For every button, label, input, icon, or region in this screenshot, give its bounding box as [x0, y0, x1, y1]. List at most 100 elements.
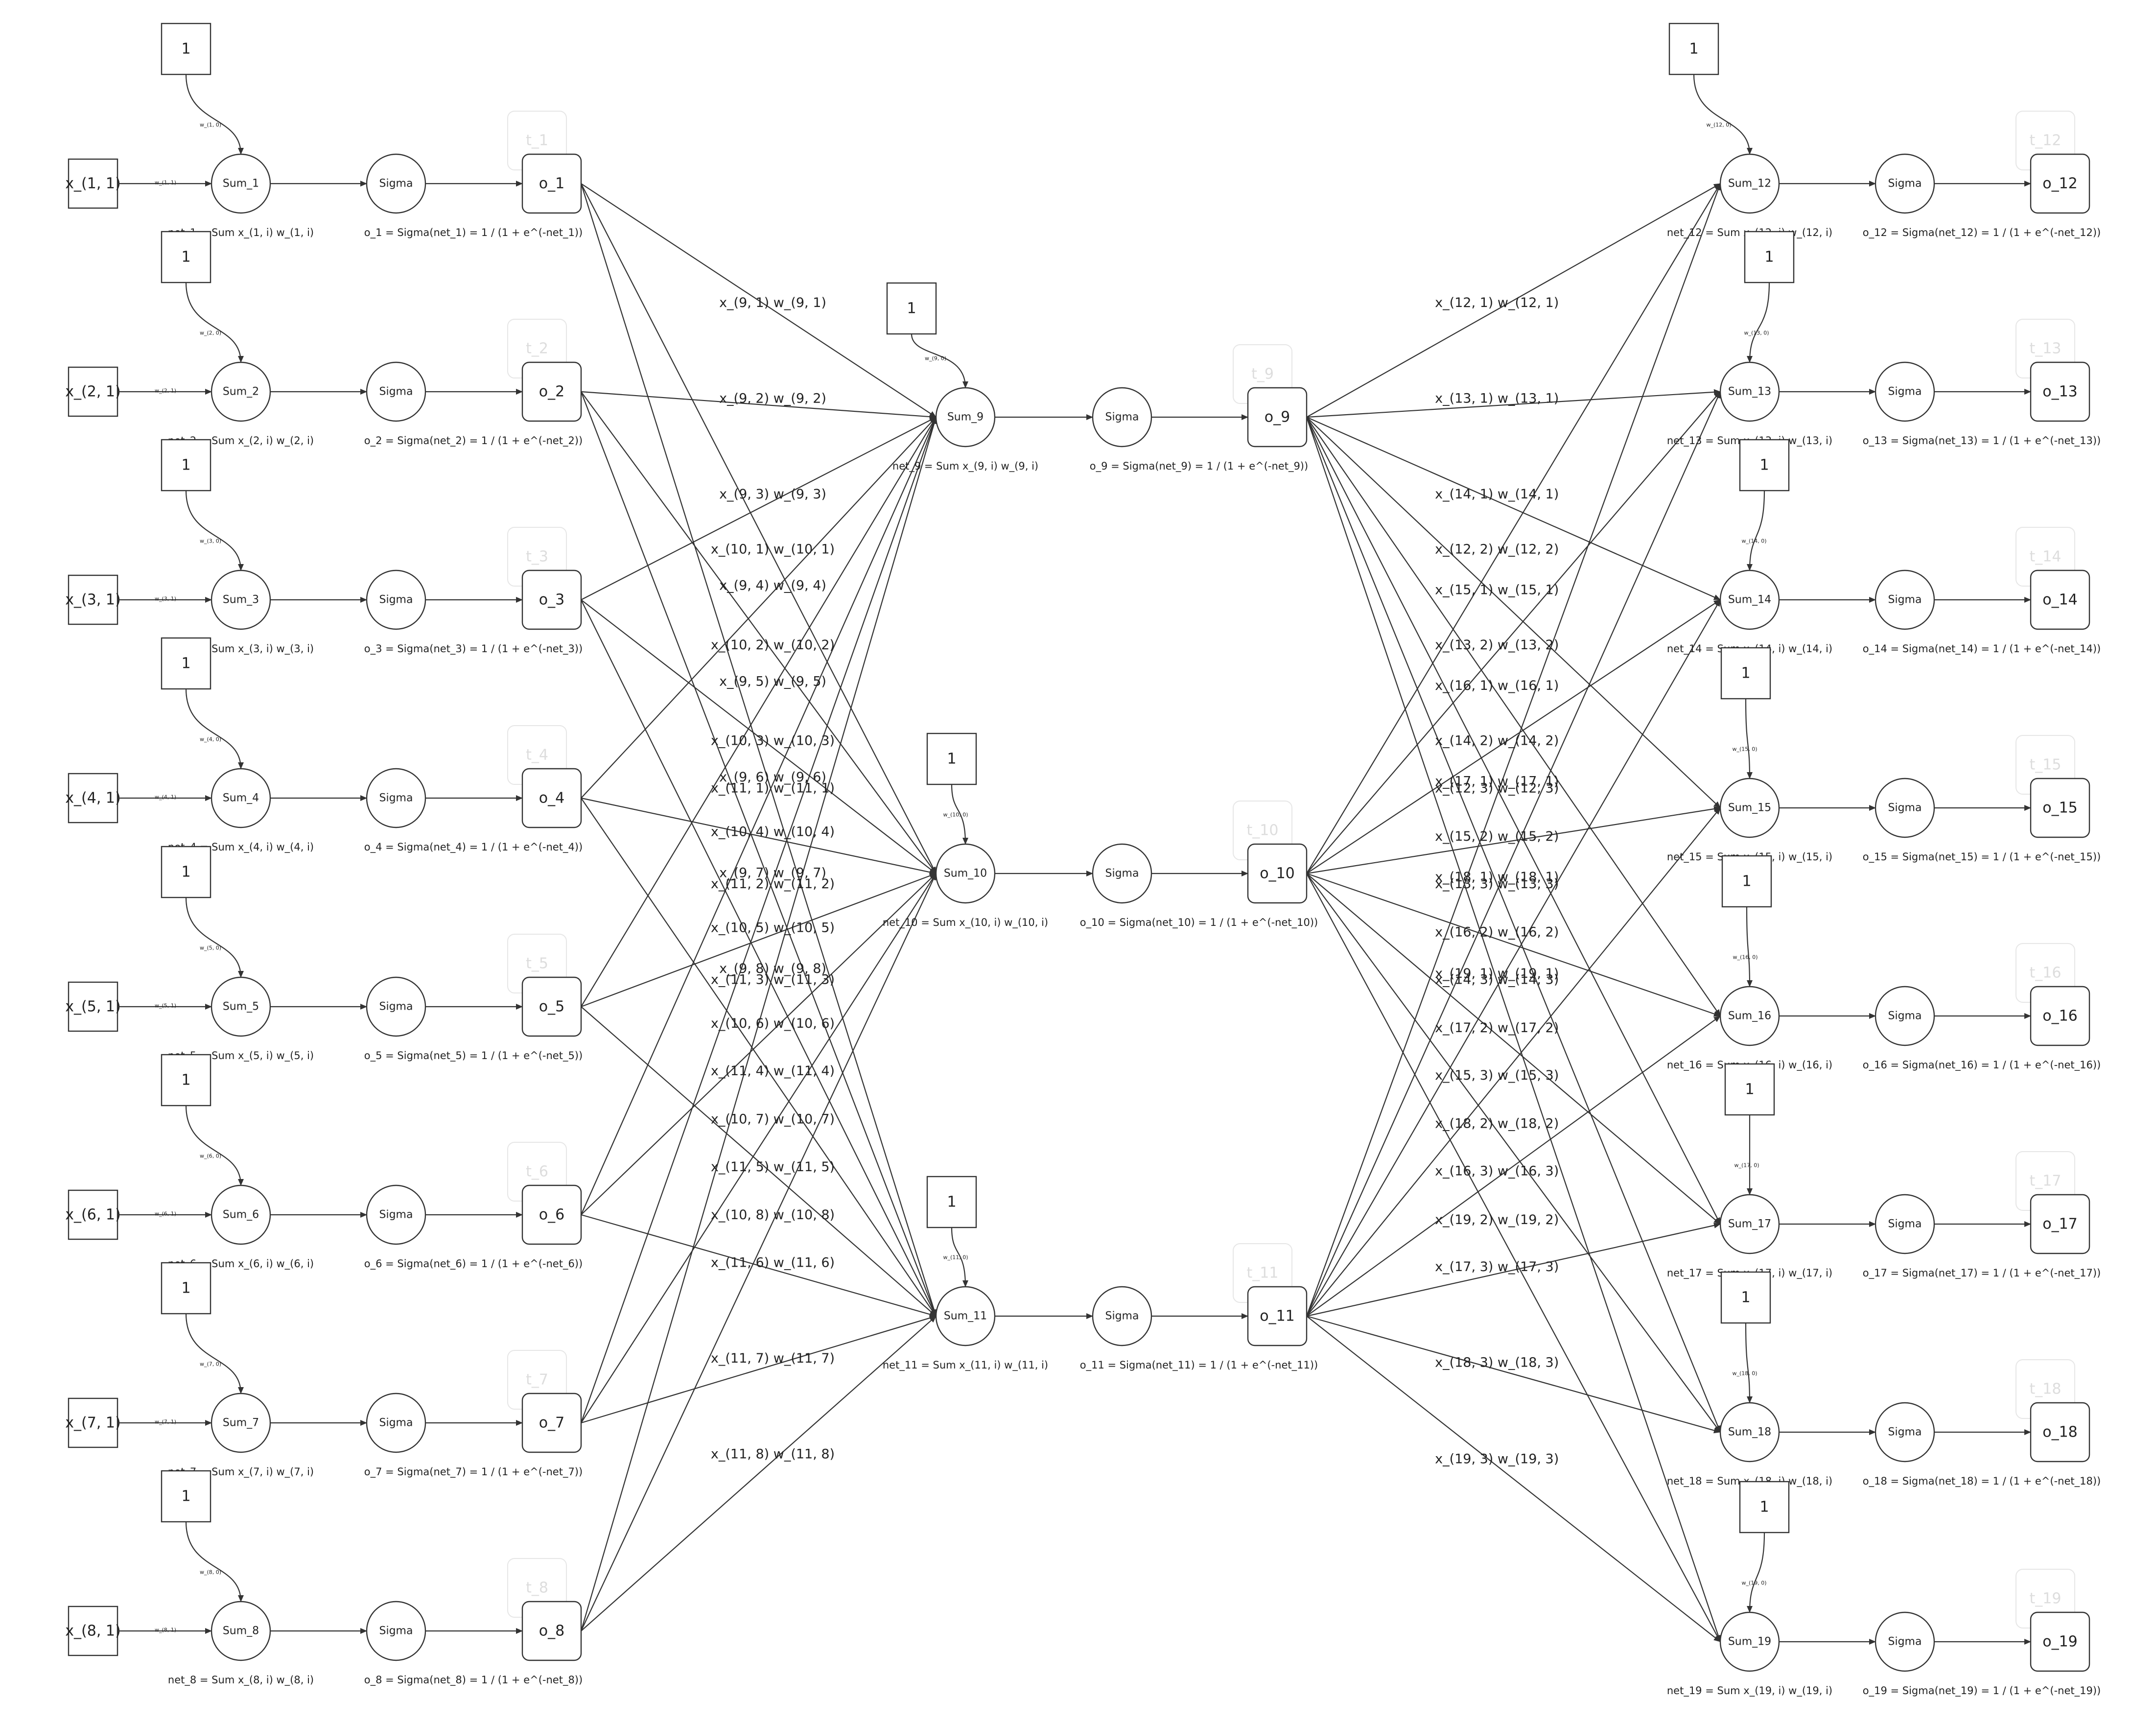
connection-label: x_(13, 1) w_(13, 1) [1435, 391, 1559, 406]
edge-hidden [581, 1214, 937, 1318]
connection-labels: x_(9, 1) w_(9, 1)x_(9, 2) w_(9, 2)x_(9, … [711, 295, 1559, 1466]
bias-node [161, 439, 211, 492]
output-label: o_7 [539, 1415, 564, 1432]
sum-label: Sum_5 [223, 1001, 259, 1013]
output-equation: o_9 = Sigma(net_9) = 1 / (1 + e^(-net_9)… [1090, 460, 1308, 472]
sigma-label: Sigma [379, 1417, 413, 1429]
connection-label: x_(10, 8) w_(10, 8) [711, 1207, 835, 1223]
bias-weight-label: w_(12, 0) [1706, 122, 1731, 128]
output-node [2030, 569, 2090, 630]
bias-node [1720, 1271, 1771, 1324]
edge-hidden [581, 873, 937, 1215]
output-node [521, 1601, 582, 1661]
bias-node [1739, 439, 1790, 492]
connection-label: x_(13, 3) w_(13, 3) [1435, 876, 1559, 892]
target-label: t_15 [2030, 756, 2062, 774]
output-node [2030, 1402, 2090, 1463]
sigma-label: Sigma [1888, 178, 1922, 190]
bias-node [926, 1176, 977, 1228]
target-label: t_6 [526, 1163, 548, 1180]
sum-label: Sum_1 [223, 178, 259, 190]
sigma-label: Sigma [1105, 411, 1139, 424]
bias-edge [185, 1521, 244, 1602]
connection-label: x_(19, 1) w_(19, 1) [1435, 966, 1559, 981]
connection-label: x_(9, 4) w_(9, 4) [719, 578, 826, 593]
target-label: t_8 [526, 1580, 548, 1597]
bias-node [161, 1470, 211, 1523]
sum-label: Sum_3 [223, 594, 259, 606]
edge-hidden [581, 1315, 937, 1424]
connection-label: x_(12, 3) w_(12, 3) [1435, 781, 1559, 796]
bias-edge [1746, 906, 1753, 987]
sum-label: Sum_2 [223, 386, 259, 398]
target-label: t_7 [526, 1371, 548, 1389]
connection-label: x_(11, 5) w_(11, 5) [711, 1159, 835, 1175]
connection-label: x_(10, 4) w_(10, 4) [711, 825, 835, 840]
target-label: t_17 [2030, 1173, 2062, 1190]
bias-node [926, 732, 977, 785]
edge-output [1306, 416, 1721, 601]
net-equation: net_10 = Sum x_(10, i) w_(10, i) [883, 917, 1048, 929]
bias-node [161, 1262, 211, 1315]
sigma-label: Sigma [379, 792, 413, 804]
bias-label: 1 [181, 41, 190, 58]
edge-output [1306, 1222, 1721, 1317]
sum-label: Sum_6 [223, 1209, 259, 1221]
target-label: t_4 [526, 747, 548, 764]
bias-weight-label: w_(5, 0) [200, 945, 221, 951]
bias-weight-label: w_(3, 0) [200, 538, 221, 544]
connection-label: x_(14, 1) w_(14, 1) [1435, 487, 1559, 502]
sigma-label: Sigma [379, 1209, 413, 1221]
output-node [1247, 387, 1308, 448]
edge-hidden [581, 599, 937, 1317]
connection-label: x_(15, 3) w_(15, 3) [1435, 1068, 1559, 1083]
bias-node [161, 846, 211, 898]
bias-node [161, 1054, 211, 1107]
edge-output [1306, 183, 1721, 1317]
edge-hidden [581, 183, 937, 418]
connection-label: x_(9, 8) w_(9, 8) [719, 961, 826, 976]
input-label: x_(2, 1) [65, 383, 120, 401]
bias-label: 1 [1745, 1081, 1754, 1098]
input-weight-label: w_(3, 1) [155, 596, 176, 602]
bias-edge [185, 897, 244, 978]
output-label: o_17 [2042, 1216, 2078, 1233]
sum-label: Sum_17 [1728, 1218, 1771, 1230]
bias-weight-label: w_(13, 0) [1744, 330, 1769, 336]
bias-label: 1 [1759, 1499, 1769, 1516]
bias-weight-label: w_(10, 0) [943, 812, 968, 818]
connection-label: x_(9, 3) w_(9, 3) [719, 487, 826, 502]
output-label: o_3 [539, 591, 564, 609]
bias-weight-label: w_(7, 0) [200, 1361, 221, 1368]
edge-hidden [581, 873, 937, 1008]
connection-label: x_(17, 1) w_(17, 1) [1435, 774, 1559, 789]
input-node [68, 574, 118, 625]
connection-label: x_(11, 1) w_(11, 1) [711, 781, 835, 796]
bias-label: 1 [1759, 457, 1769, 474]
bias-weight-label: w_(16, 0) [1733, 954, 1758, 961]
output-equation: o_8 = Sigma(net_8) = 1 / (1 + e^(-net_8)… [364, 1674, 583, 1686]
bias-edge [1693, 74, 1753, 155]
target-label: t_18 [2030, 1381, 2062, 1398]
bias-label: 1 [907, 300, 916, 317]
input-weight-label: w_(7, 1) [155, 1419, 176, 1425]
target-label: t_1 [526, 132, 548, 149]
edge-output [1306, 873, 1721, 1225]
output-label: o_12 [2042, 175, 2078, 192]
bias-label: 1 [947, 1194, 956, 1211]
bias-weight-label: w_(11, 0) [943, 1254, 968, 1261]
bias-label: 1 [181, 1488, 190, 1505]
bias-label: 1 [181, 1280, 190, 1297]
connection-label: x_(18, 1) w_(18, 1) [1435, 870, 1559, 885]
bias-node [1668, 23, 1719, 75]
bias-label: 1 [1742, 873, 1751, 890]
connection-label: x_(16, 3) w_(16, 3) [1435, 1164, 1559, 1179]
